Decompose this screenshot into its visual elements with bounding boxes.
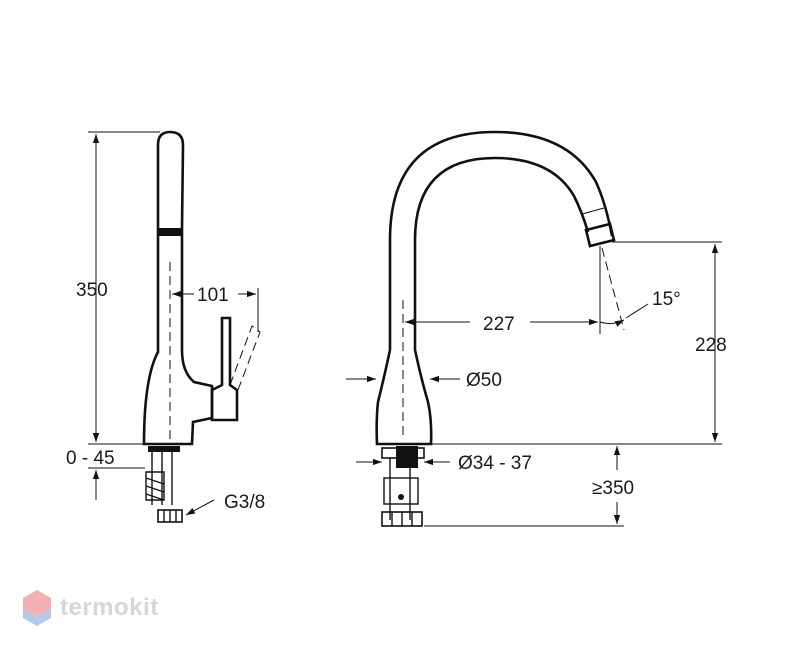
label-spout-height: 228 — [695, 335, 727, 356]
front-view: 227 15° 228 Ø50 Ø34 - 37 ≥350 — [346, 130, 727, 527]
brand-watermark: termokit — [22, 586, 159, 630]
front-view-spout-inner — [413, 156, 590, 350]
side-view: 350 101 0 - 45 G3/8 — [66, 130, 265, 523]
front-view-mounting — [381, 446, 425, 527]
brand-logo-icon — [23, 590, 51, 626]
label-height-total: 350 — [76, 280, 108, 301]
label-spout-reach: 227 — [483, 314, 515, 335]
label-connection-thread: G3/8 — [224, 492, 265, 513]
label-deck-thickness: 0 - 45 — [66, 448, 115, 469]
label-hole-diameter: Ø34 - 37 — [458, 453, 532, 474]
side-view-mounting — [145, 446, 183, 523]
label-spray-angle: 15° — [652, 289, 681, 310]
front-view-nozzle — [584, 222, 616, 248]
dim-angle-arc — [599, 319, 625, 327]
side-view-faucet-outline — [142, 130, 214, 446]
label-body-diameter: Ø50 — [466, 370, 502, 391]
side-view-lever — [210, 316, 239, 422]
front-view-spout-outer — [388, 130, 614, 350]
label-hose-length: ≥350 — [592, 478, 634, 499]
brand-name: termokit — [60, 594, 159, 621]
side-view-lever-open — [229, 325, 261, 391]
label-handle-reach: 101 — [197, 285, 229, 306]
thread-leader — [185, 499, 215, 516]
front-view-body — [375, 349, 433, 446]
side-view-aerator — [159, 228, 182, 236]
